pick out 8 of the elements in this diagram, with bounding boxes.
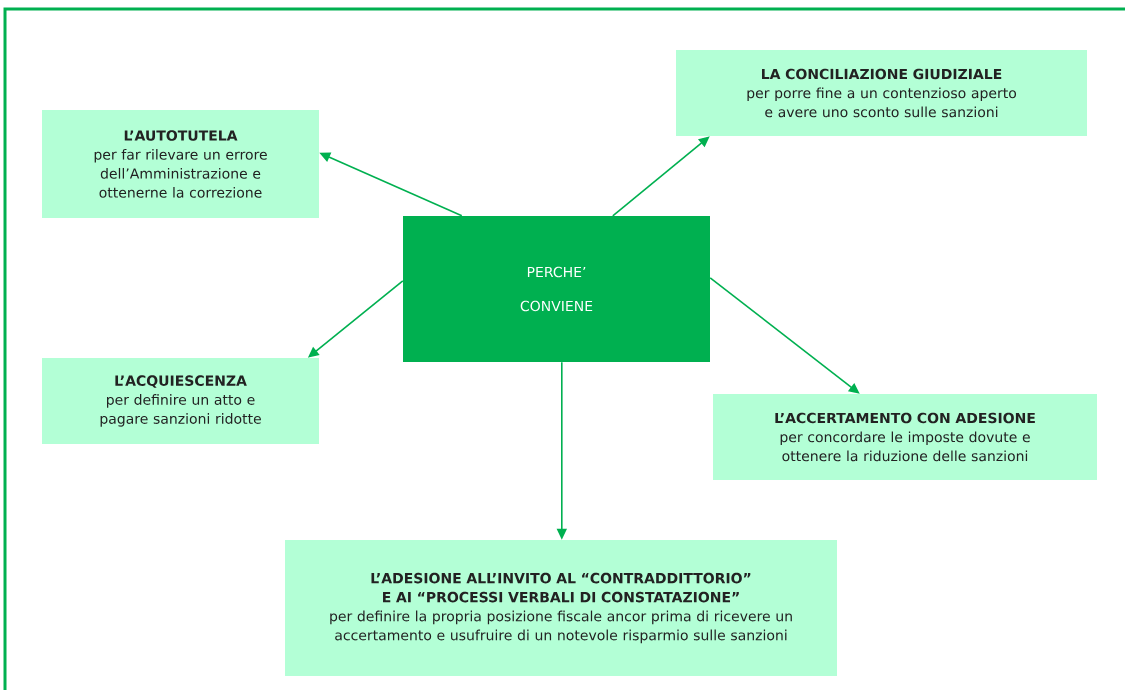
arrow [612,136,710,217]
topic-box: LA CONCILIAZIONE GIUDIZIALE per porre fine a un contenzioso aperto e avere uno sconto sulle sanzioni [676,50,1087,136]
topic-box: L’ADESIONE ALL’INVITO AL “CONTRADDITTORIO” E AI “PROCESSI VERBALI DI CONSTATAZIONE” per definire la propria posizione fiscale ancor prima di ricevere un accertamento e usufruire di un notevole risparmio sulle sanzioni [285,540,837,676]
center-box: PERCHE’ CONVIENE [403,216,710,362]
topic-box: L’ACCERTAMENTO CON ADESIONE per concordare le imposte dovute e ottenere la riduzione delle sanzioni [713,394,1097,480]
topic-box: L’ACQUIESCENZA per definire un atto e pagare sanzioni ridotte [42,358,319,444]
topic-box: L’AUTOTUTELA per far rilevare un errore dell’Amministrazione e ottenerne la correzione [42,110,319,218]
arrow [709,277,860,394]
